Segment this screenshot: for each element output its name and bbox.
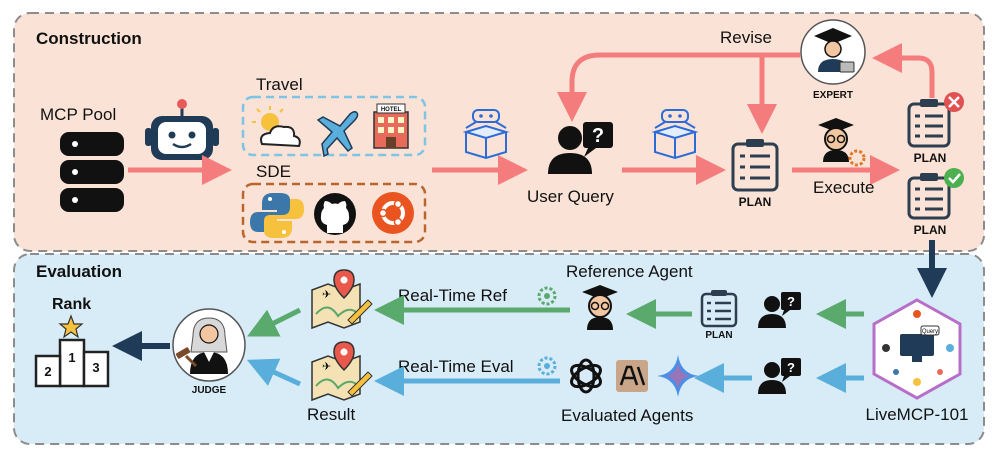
mcp-pool-label: MCP Pool xyxy=(40,105,116,124)
travel-group xyxy=(241,95,427,157)
package-robot-icon-1 xyxy=(462,109,510,160)
execute-label: Execute xyxy=(813,178,874,197)
approve-icon xyxy=(944,168,964,188)
rank-label: Rank xyxy=(52,296,91,313)
query-tag: Query xyxy=(922,329,938,335)
travel-label: Travel xyxy=(256,75,303,94)
evaluated-agents-label: Evaluated Agents xyxy=(561,406,693,425)
anthropic-icon xyxy=(616,360,648,392)
arrow-revise-loop xyxy=(872,43,935,98)
plan-icon-eval xyxy=(700,290,738,328)
star-icon xyxy=(58,314,84,339)
github-icon xyxy=(314,193,356,235)
judge-label: JUDGE xyxy=(192,385,227,396)
arrow-eval-result-to-judge xyxy=(246,358,302,387)
user-query-icon-ref: ? xyxy=(758,292,801,328)
result-map-icon-ref: ✈ xyxy=(311,269,373,330)
reference-agent-label: Reference Agent xyxy=(566,262,693,281)
reference-agent-icon xyxy=(582,285,618,330)
result-label: Result xyxy=(307,405,355,424)
construction-title: Construction xyxy=(36,29,142,48)
user-query-icon: ? xyxy=(548,122,613,174)
executor-icon xyxy=(818,118,866,167)
result-map-icon-eval: ✈ xyxy=(311,341,373,402)
plan-label-approved: PLAN xyxy=(914,223,947,237)
airplane-mini-icon: ✈ xyxy=(322,289,331,301)
ubuntu-icon xyxy=(372,192,414,234)
real-time-ref-label: Real-Time Ref xyxy=(398,286,507,305)
svg-text:?: ? xyxy=(592,125,604,147)
sde-group xyxy=(241,182,427,244)
podium-2: 2 xyxy=(44,364,51,379)
expert-icon xyxy=(800,19,866,85)
plan-label-middle: PLAN xyxy=(739,195,772,209)
plan-label-eval: PLAN xyxy=(705,330,732,341)
plan-icon-rejected xyxy=(907,99,951,148)
database-icon xyxy=(60,132,124,212)
plan-icon-middle xyxy=(731,139,779,192)
svg-text:?: ? xyxy=(787,294,795,309)
package-robot-icon-2 xyxy=(651,109,699,160)
svg-text:?: ? xyxy=(787,360,795,375)
svg-text:HOTEL: HOTEL xyxy=(381,107,402,113)
livemcp-label: LiveMCP-101 xyxy=(866,405,969,424)
real-time-eval-label: Real-Time Eval xyxy=(398,357,514,376)
evaluation-title: Evaluation xyxy=(36,262,122,281)
weather-icon xyxy=(252,106,301,148)
user-query-icon-eval: ? xyxy=(758,358,801,394)
user-query-label: User Query xyxy=(527,187,614,206)
revise-label: Revise xyxy=(720,28,772,47)
hotel-icon: HOTEL xyxy=(373,103,409,149)
podium-1: 1 xyxy=(68,350,75,365)
openai-icon xyxy=(570,358,602,394)
judge-icon xyxy=(172,308,246,382)
plan-label-rejected: PLAN xyxy=(914,151,947,165)
robot-icon xyxy=(145,99,219,160)
spinner-icon-eval xyxy=(537,356,557,376)
livemcp-icon: Query xyxy=(872,298,962,400)
gemini-icon xyxy=(657,355,699,397)
sde-label: SDE xyxy=(256,162,291,181)
expert-label: EXPERT xyxy=(813,90,853,101)
airplane-mini-icon-2: ✈ xyxy=(322,361,331,373)
plan-icon-approved xyxy=(907,173,951,220)
python-icon xyxy=(250,193,304,238)
arrow-revise-to-query xyxy=(557,52,800,122)
reject-icon xyxy=(944,92,964,112)
podium-3: 3 xyxy=(92,360,99,375)
evaluation-panel xyxy=(13,253,985,445)
podium-icon: 1 2 3 xyxy=(34,338,110,388)
spinner-icon-ref xyxy=(537,286,557,306)
arrow-ref-result-to-judge xyxy=(247,307,302,337)
airplane-icon xyxy=(316,110,359,158)
